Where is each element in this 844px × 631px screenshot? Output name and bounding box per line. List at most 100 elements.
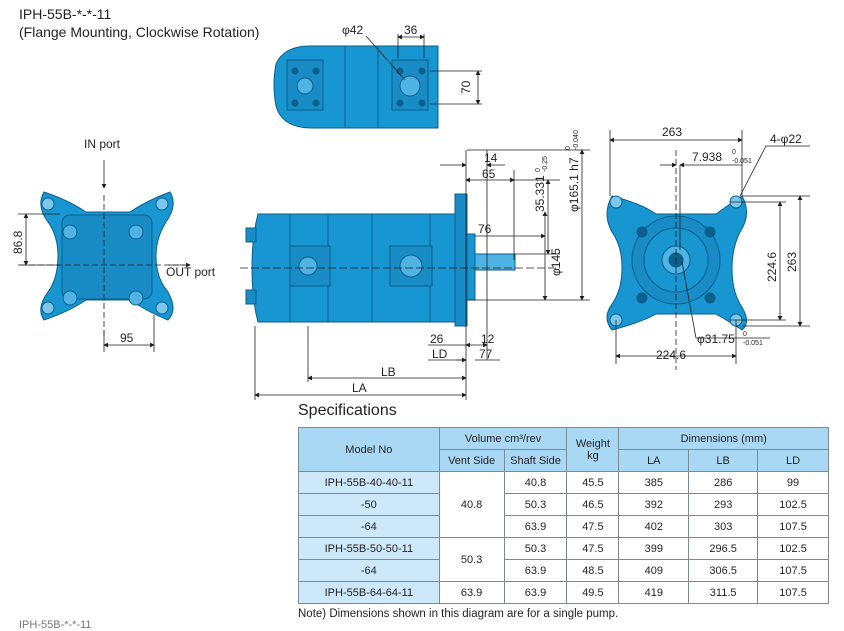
header-lb: LB [688,449,759,472]
weight-cell: 48.5 [566,559,620,582]
dim-4-holes: 4-φ22 [770,132,802,146]
dim-165-tol-top: 0 [565,146,572,150]
la-cell: 402 [618,515,690,538]
la-cell: 409 [618,559,690,582]
la-cell: 419 [618,581,690,604]
table-row: IPH-55B-64-64-11 63.9 63.9 49.5 419 311.… [298,581,829,604]
weight-cell: 46.5 [566,493,620,516]
dim-35-331: 35.331 [533,175,547,212]
vent-cell: 63.9 [438,581,505,604]
dim-la: LA [352,381,367,395]
model-cell: IPH-55B-50-50-11 [298,537,440,560]
dim-hole-42: φ42 [342,23,363,37]
shaft-cell: 63.9 [503,515,568,538]
ld-cell: 107.5 [757,559,829,582]
la-cell: 385 [618,471,690,494]
table-row: IPH-55B-40-40-11 40.8 40.8 45.5 385 286 … [298,471,829,538]
model-cell: -50 [298,493,440,516]
dim-7-938-tol-top: 0 [732,149,736,156]
out-port-label: OUT port [166,265,216,279]
dim-224-6-vertical: 224.6 [765,252,779,282]
dim-31-75-tol-top: 0 [743,331,747,338]
header-dimensions: Dimensions (mm) [618,427,829,450]
flange-view-dimensions [609,130,810,370]
header-model-no: Model No [298,427,440,472]
dim-35-tol-top: 0 [535,168,542,172]
dim-224-6-horizontal: 224.6 [656,348,686,362]
front-view [40,191,174,321]
shaft-cell: 63.9 [503,559,568,582]
header-weight-label: Weight [575,437,610,450]
header-weight: Weight kg [566,427,620,472]
table-row: -50 50.3 46.5 392 293 102.5 [298,493,829,516]
dim-26: 26 [430,332,444,346]
lb-cell: 306.5 [688,559,759,582]
dim-165-tol-bottom: -0.040 [573,130,580,150]
header-la: LA [618,449,690,472]
lb-cell: 311.5 [688,581,759,604]
model-cell: -64 [298,515,440,538]
dim-36: 36 [404,23,418,37]
dim-7-938-tol-bottom: -0.051 [732,158,752,165]
lb-cell: 296.5 [688,537,759,560]
technical-drawing: φ42 36 70 IN port OUT port 86.8 95 [11,23,810,400]
vent-cell: 50.3 [438,537,505,582]
front-view-dimensions [18,160,191,352]
dim-145: φ145 [549,248,563,276]
dim-65: 65 [482,167,496,181]
header-weight-unit: kg [587,449,599,462]
dim-165-1: φ165.1 h7 [567,157,581,212]
header-ld: LD [757,449,829,472]
lb-cell: 286 [688,471,759,494]
dim-31-75: φ31.75 [697,332,735,346]
top-view-dimensions [365,34,482,105]
side-view [245,193,516,327]
dim-77: 77 [479,347,493,361]
model-cell: -64 [298,559,440,582]
flange-view [606,195,747,331]
cut-off-next-title: IPH-55B-*-*-11 [19,619,92,631]
in-port-label: IN port [84,137,121,151]
header-vent-side: Vent Side [438,449,505,472]
dim-7-938: 7.938 [692,150,722,164]
lb-cell: 293 [688,493,759,516]
side-view-dimensions [240,149,590,400]
shaft-cell: 50.3 [503,537,568,560]
specifications-title: Specifications [298,402,397,419]
header-shaft-side: Shaft Side [503,449,568,472]
table-row: IPH-55B-50-50-11 50.3 50.3 47.5 399 296.… [298,537,829,582]
dim-31-75-tol-bottom: -0.051 [743,340,763,347]
table-row: -64 63.9 47.5 402 303 107.5 [298,515,829,538]
model-cell: IPH-55B-40-40-11 [298,471,440,494]
dim-86-8: 86.8 [11,230,25,254]
dim-95: 95 [120,331,134,345]
dim-ld: LD [432,347,448,361]
dim-263-top: 263 [662,125,682,139]
drawing-subtitle: (Flange Mounting, Clockwise Rotation) [19,24,260,40]
shaft-cell: 63.9 [503,581,568,604]
shaft-cell: 50.3 [503,493,568,516]
table-row: -64 63.9 48.5 409 306.5 107.5 [298,559,829,582]
ld-cell: 107.5 [757,581,829,604]
ld-cell: 102.5 [757,493,829,516]
la-cell: 399 [618,537,690,560]
dim-12: 12 [481,332,495,346]
drawing-title: IPH-55B-*-*-11 [19,6,112,22]
weight-cell: 47.5 [566,515,620,538]
dim-lb: LB [381,365,396,379]
dim-70: 70 [459,80,473,94]
ld-cell: 102.5 [757,537,829,560]
vent-cell: 40.8 [438,471,505,538]
ld-cell: 107.5 [757,515,829,538]
weight-cell: 49.5 [566,581,620,604]
shaft-cell: 40.8 [503,471,568,494]
dim-14: 14 [484,151,498,165]
weight-cell: 47.5 [566,537,620,560]
weight-cell: 45.5 [566,471,620,494]
ld-cell: 99 [757,471,829,494]
dim-35-tol-bottom: -0.25 [542,156,549,172]
table-note: Note) Dimensions shown in this diagram a… [298,608,619,620]
header-volume: Volume cm³/rev [438,427,568,450]
top-view [273,45,439,129]
model-cell: IPH-55B-64-64-11 [298,581,440,604]
